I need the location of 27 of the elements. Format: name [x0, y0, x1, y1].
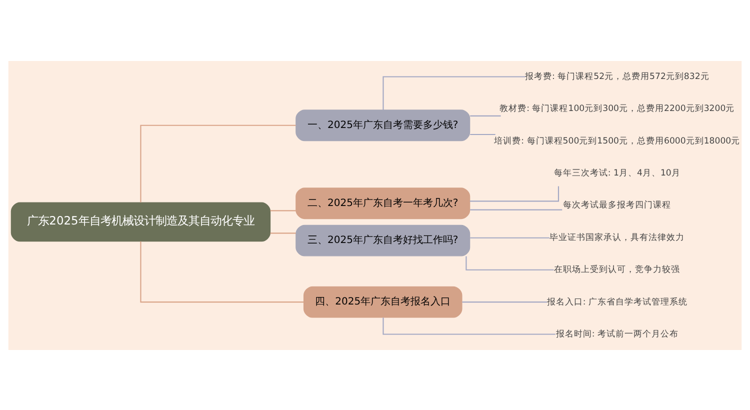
node-box: 三、2025年广东自考好找工作吗? — [296, 224, 470, 256]
node-text: 报名入口: 广东省自学考试管理系统 — [546, 296, 688, 307]
connector — [470, 133, 496, 135]
connector — [270, 232, 296, 234]
node-text: 教材费: 每门课程100元到300元，总费用2200元到3200元 — [500, 104, 735, 114]
node-box: 广东2025年自考机械设计制造及其自动化专业 — [10, 202, 271, 242]
node-text: 报名时间: 考试前一两个月公布 — [556, 328, 678, 339]
node-box: 一、2025年广东自考需要多少钱? — [296, 109, 470, 141]
node-text: 每年三次考试: 1月、4月、10月 — [554, 168, 680, 178]
connector — [466, 256, 554, 270]
node-box: 四、2025年广东自考报名入口 — [303, 286, 462, 318]
connector — [270, 210, 296, 211]
node-text: 培训费: 每门课程500元到1500元，总费用6000元到18000元 — [494, 136, 740, 146]
connector — [382, 76, 526, 110]
connector — [462, 301, 547, 302]
connector — [140, 240, 304, 302]
connector — [470, 208, 562, 210]
node-text: 在职场上受到认可，竞争力较强 — [554, 264, 680, 275]
connector — [382, 317, 556, 334]
node-text: 毕业证书国家承认，具有法律效力 — [550, 232, 685, 242]
connector — [470, 186, 560, 202]
node-text: 报考费: 每门课程52元，总费用572元到832元 — [525, 71, 710, 82]
connector — [470, 236, 550, 238]
node-box: 二、2025年广东自考一年考几次? — [296, 187, 470, 219]
connector — [140, 124, 296, 202]
connector — [470, 114, 501, 116]
node-text: 每次考试最多报考四门课程 — [563, 200, 672, 210]
